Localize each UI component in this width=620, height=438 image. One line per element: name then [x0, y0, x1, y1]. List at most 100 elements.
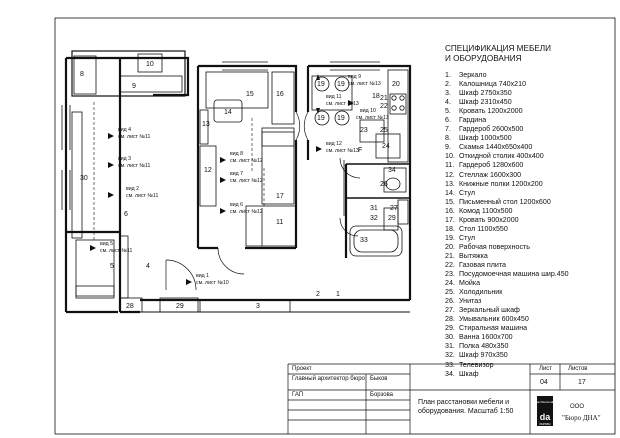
spec-item-text: Шкаф 2310х450: [459, 98, 512, 107]
spec-item-text: Письменный стол 1200х600: [459, 197, 551, 206]
company-line2: "Бюро ДНА": [562, 414, 601, 422]
spec-item-text: Шкаф 970х350: [459, 351, 508, 360]
spec-item: 34.Шкаф: [445, 370, 569, 379]
view-callout: вид 8: [230, 151, 243, 157]
spec-item-text: Откидной столик 400х400: [459, 152, 544, 161]
spec-item-number: 13.: [445, 179, 455, 188]
spec-title-line1: СПЕЦИФИКАЦИЯ МЕБЕЛИ: [445, 44, 552, 53]
spec-item-text: Стул: [459, 188, 475, 197]
logo-top: architectural: [537, 400, 554, 404]
spec-item-text: Газовая плита: [459, 260, 506, 269]
view-callout: см. лист №11: [118, 163, 150, 169]
plan-label: 10: [146, 61, 154, 68]
plan-label: F: [358, 147, 362, 154]
spec-item-text: Кровать 900х2000: [459, 215, 519, 224]
spec-item-text: Шкаф 2750х350: [459, 89, 512, 98]
spec-item-number: 14.: [445, 188, 455, 197]
plan-label: 26: [380, 181, 388, 188]
spec-item: 26. Унитаз: [445, 297, 569, 306]
plan-label: 29: [176, 303, 184, 310]
view-callout: вид 10: [360, 108, 376, 114]
spec-item-number: 33.: [445, 360, 455, 369]
sheet-label: Лист: [539, 366, 553, 372]
view-callout: см. лист №13: [326, 101, 359, 107]
view-callout: см. лист №11: [126, 193, 158, 199]
view-callout: см. лист №13: [356, 115, 389, 121]
plan-label: 17: [276, 193, 284, 200]
spec-item-text: Шкаф: [459, 369, 479, 378]
spec-item-number: 10.: [445, 152, 455, 161]
plan-label: 20: [392, 81, 400, 88]
spec-item-text: Стул: [459, 233, 475, 242]
spec-item: 23.Посудомоечная машина шир.450: [445, 270, 569, 279]
view-callout: см. лист №12: [230, 178, 263, 184]
bureau-logo: [537, 396, 553, 426]
furniture: [71, 53, 409, 313]
spec-item-number: 9.: [445, 143, 451, 152]
spec-item-number: 7.: [445, 125, 451, 134]
spec-item: 24.Мойка: [445, 279, 569, 288]
spec-item: 13.Книжные полки 1200х200: [445, 180, 569, 189]
view-callout: вид 4: [118, 127, 131, 133]
dashed-lines: [93, 102, 265, 242]
spec-item-number: 29.: [445, 324, 455, 333]
spec-item-text: Унитаз: [459, 297, 482, 306]
spec-item: 28.Умывальник 600х450: [445, 315, 569, 324]
spec-item-text: Комод 1100х500: [459, 206, 513, 215]
spec-item-text: Холодильник: [459, 288, 503, 297]
gap-label: ГАП: [292, 392, 304, 398]
plan-labels: 8 10 9 30 6 5 4 28 29 3 2 1 14 15 16 13 …: [80, 61, 400, 310]
spec-item-number: 16.: [445, 206, 455, 215]
view-callout: см. лист №11: [118, 134, 150, 140]
title-block-grid: [287, 363, 615, 434]
plan-label: 1: [336, 291, 340, 298]
spec-item: 9. Скамья 1440х650х400: [445, 143, 569, 152]
plan-label: 2: [316, 291, 320, 298]
spec-item-text: Зеркало: [459, 71, 487, 79]
spec-item: 19.Стул: [445, 234, 569, 243]
chief-architect-name: Быков: [370, 376, 388, 382]
spec-item-text: Полка 480х350: [459, 342, 509, 351]
spec-item: 10. Откидной столик 400х400: [445, 152, 569, 161]
plan-label: 22: [380, 103, 388, 110]
spec-item-text: Скамья 1440х650х400: [459, 143, 533, 152]
plan-label: 16: [276, 91, 284, 98]
spec-item-text: Рабочая поверхность: [459, 242, 530, 251]
spec-item-text: Гардина: [459, 116, 487, 125]
plan-label: 21: [380, 95, 388, 102]
drawing-title-line2: оборудования. Масштаб 1:50: [418, 408, 514, 415]
plan-label: 3: [256, 303, 260, 310]
gap-name: Борзова: [370, 392, 394, 398]
spec-item: 14. Стул: [445, 189, 569, 198]
spec-item-number: 15.: [445, 197, 455, 206]
plan-label: 32: [370, 215, 378, 222]
drawing-title-line1: План расстановки мебели и: [418, 399, 510, 406]
plan-label: 18: [372, 93, 380, 100]
windows: [61, 61, 380, 210]
plan-label: 19: [317, 115, 325, 122]
spec-item-number: 28.: [445, 315, 455, 324]
spec-item: 11.Гардероб 1280х600: [445, 161, 569, 170]
plan-label: 8: [80, 71, 84, 78]
spec-item: 25. Холодильник: [445, 288, 569, 297]
spec-item: 30.Ванна 1600х700: [445, 333, 569, 342]
view-callout: вид 3: [118, 156, 131, 162]
spec-item-text: Калошница 740х210: [459, 80, 527, 89]
spec-item-number: 25.: [445, 288, 455, 297]
spec-item-number: 22.: [445, 260, 455, 269]
plan-label: 34: [388, 167, 396, 174]
spec-item-number: 8.: [445, 134, 451, 143]
view-callout: см. лист №10: [196, 280, 229, 286]
project-label: Проект: [292, 366, 312, 372]
plan-label: 12: [204, 167, 212, 174]
view-callout: вид 12: [326, 141, 342, 147]
view-callout: см. лист №11: [100, 248, 132, 254]
view-callouts: вид 4 см. лист №11 вид 3 см. лист №11 ви…: [100, 74, 389, 286]
spec-item: 8.Шкаф 1000х500: [445, 134, 569, 143]
view-arrows: [90, 74, 354, 285]
view-callout: вид 7: [230, 171, 243, 177]
spec-item-number: 26.: [445, 297, 455, 306]
spec-item: 32.Шкаф 970х350: [445, 351, 569, 360]
logo-bottom: bureau: [540, 422, 551, 426]
